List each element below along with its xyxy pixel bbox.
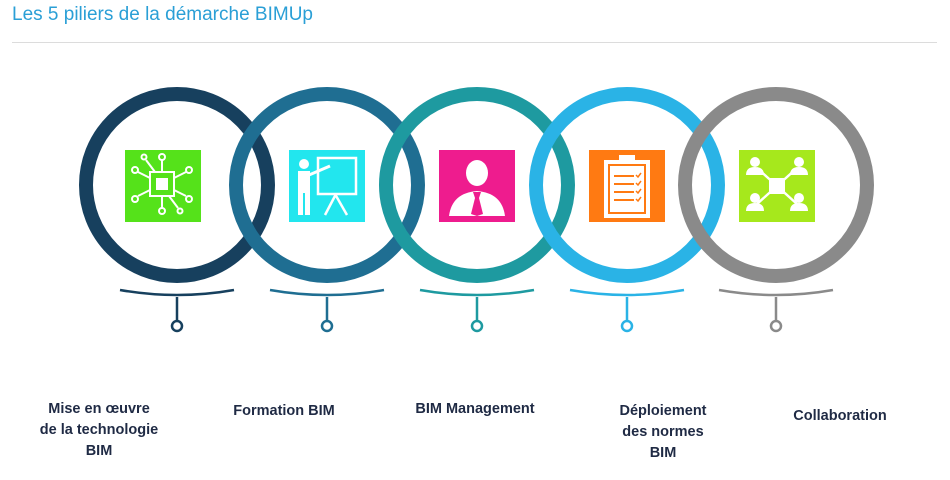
pillar-label-3-line-1: BIM Management — [415, 401, 535, 417]
connector-4 — [569, 288, 685, 333]
pillar-label-4-line-3: BIM — [649, 445, 677, 461]
ring-2 — [229, 87, 425, 283]
ring-5 — [678, 87, 874, 283]
pillar-label-3: BIM Management — [395, 399, 555, 420]
pillar-label-2: Formation BIM — [204, 401, 364, 422]
title-divider — [12, 42, 937, 43]
pillar-label-1: Mise en œuvre de la technologie BIM — [19, 399, 179, 462]
ring-3 — [379, 87, 575, 283]
pillar-label-5: Collaboration — [760, 406, 920, 427]
pillar-label-4-line-2: des normes — [622, 424, 704, 440]
connector-3 — [419, 288, 535, 333]
presenter-board-icon — [289, 150, 365, 222]
circuit-chip-icon — [125, 150, 201, 222]
connector-5 — [718, 288, 834, 333]
pillar-label-4: Déploiement des normes BIM — [583, 401, 743, 464]
pillar-label-4-line-1: Déploiement — [619, 403, 707, 419]
pillar-label-1-line-3: BIM — [85, 443, 113, 459]
team-network-icon — [739, 150, 815, 222]
connector-2 — [269, 288, 385, 333]
pillar-label-2-line-1: Formation BIM — [233, 403, 335, 419]
manager-person-icon — [439, 150, 515, 222]
pillar-label-1-line-1: Mise en œuvre — [48, 401, 150, 417]
ring-4 — [529, 87, 725, 283]
ring-1 — [79, 87, 275, 283]
page-title: Les 5 piliers de la démarche BIMUp — [12, 4, 313, 25]
clipboard-checklist-icon — [589, 150, 665, 222]
pillar-label-1-line-2: de la technologie — [39, 422, 159, 438]
pillar-label-5-line-1: Collaboration — [793, 408, 887, 424]
connector-1 — [119, 288, 235, 333]
